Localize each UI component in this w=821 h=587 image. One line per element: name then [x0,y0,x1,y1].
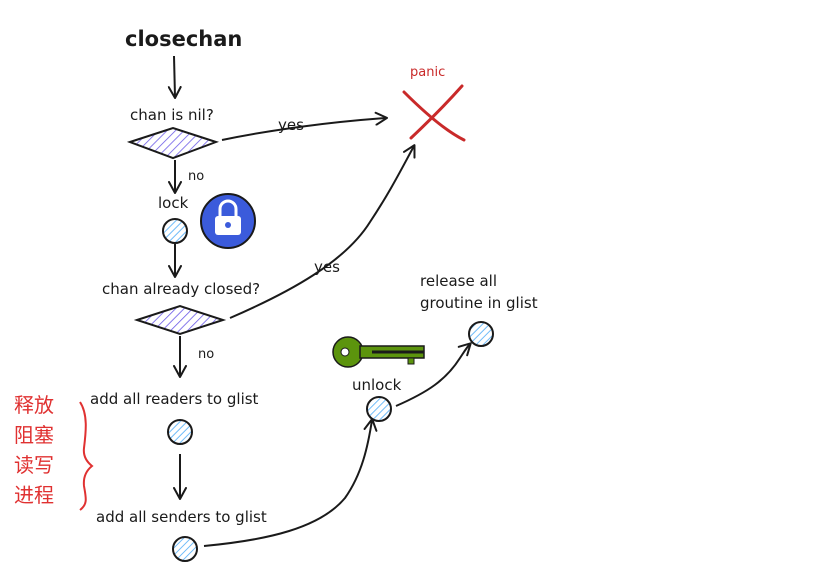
step-node-add-senders [172,536,198,562]
step-label-release-line2: groutine in glist [420,294,538,312]
edge-label-no-1: no [188,169,204,184]
edge-senders-to-unlock [203,418,378,547]
edge-unlock-to-release [395,342,472,407]
step-label-add-senders: add all senders to glist [96,508,267,526]
step-node-release [468,321,494,347]
decision-label-chan-is-nil: chan is nil? [130,106,214,124]
edge-closed-yes-to-panic [229,144,416,319]
decision-diamond-chan-is-nil [126,126,220,160]
side-note: 释放 阻塞 读写 进程 [14,390,54,510]
step-node-add-readers [167,419,193,445]
step-label-unlock: unlock [352,376,402,394]
step-label-release-line1: release all [420,272,497,290]
key-icon [332,336,425,368]
padlock-icon [200,193,256,249]
step-label-lock: lock [158,194,189,212]
panic-label: panic [410,65,445,80]
side-note-line: 进程 [14,483,54,507]
side-note-line: 阻塞 [14,423,54,447]
decision-diamond-chan-already-closed [133,304,227,336]
step-node-unlock [366,396,392,422]
step-node-lock [162,218,188,244]
side-note-line: 读写 [14,453,54,477]
cross-mark-icon [402,84,466,142]
edge-start-to-nil-check [167,55,182,99]
step-label-add-readers: add all readers to glist [90,390,259,408]
side-note-line: 释放 [14,393,54,417]
edge-label-no-2: no [198,347,214,362]
edge-label-yes-1: yes [278,116,304,134]
side-note-bracket [79,401,94,511]
edge-nil-yes-to-panic [221,111,388,141]
flowchart-title: closechan [125,27,242,51]
decision-label-chan-already-closed: chan already closed? [102,280,260,298]
edge-label-yes-2: yes [314,258,340,276]
